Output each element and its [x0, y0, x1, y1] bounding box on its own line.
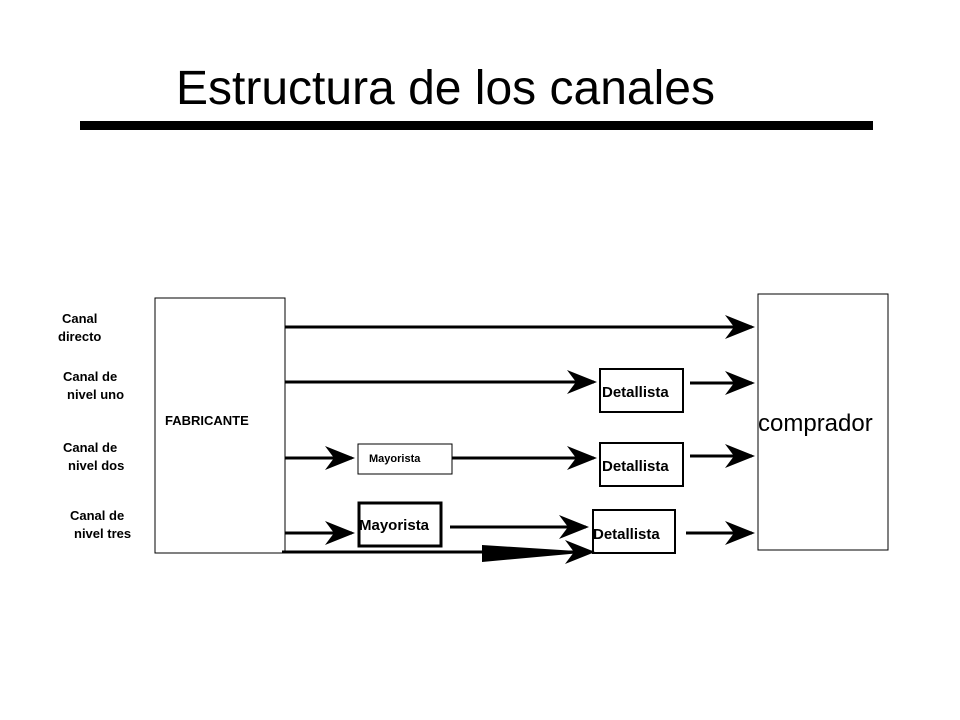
canal-nivel-dos-line1: Canal de [63, 440, 117, 455]
detallista-tres-label: Detallista [593, 526, 660, 543]
canal-nivel-uno-line2: nivel uno [67, 387, 124, 402]
mayorista-dos-label: Mayorista [369, 453, 421, 465]
mayorista-dos-box [357, 443, 453, 475]
comprador-box [757, 293, 889, 551]
detallista-tres-box [592, 509, 676, 554]
canal-nivel-dos-line2: nivel dos [68, 458, 124, 473]
canal-nivel-uno-line1: Canal de [63, 369, 117, 384]
mayorista-tres-label: Mayorista [359, 517, 430, 534]
title-underline [80, 121, 873, 130]
detallista-uno-label: Detallista [602, 384, 669, 401]
fabricante-box [154, 297, 286, 554]
comprador-label: comprador [758, 410, 873, 437]
page-title: Estructura de los canales [176, 62, 715, 115]
canal-directo-line1: Canal [62, 311, 97, 326]
canal-directo-line2: directo [58, 329, 101, 344]
canal-nivel-tres-line1: Canal de [70, 508, 124, 523]
canal-nivel-tres-label: Canal de nivel tres [70, 508, 131, 541]
mayorista-tres-box [357, 501, 443, 548]
detallista-dos-label: Detallista [602, 458, 669, 475]
arrow-tres-bottom-tail [482, 545, 592, 562]
detallista-uno-box [599, 368, 684, 413]
fabricante-label: FABRICANTE [165, 413, 249, 428]
canal-directo-label: Canal directo [58, 311, 101, 344]
canal-nivel-tres-line2: nivel tres [74, 526, 131, 541]
canal-nivel-dos-label: Canal de nivel dos [63, 440, 124, 473]
canal-nivel-uno-label: Canal de nivel uno [63, 369, 124, 402]
detallista-dos-box [599, 442, 684, 487]
